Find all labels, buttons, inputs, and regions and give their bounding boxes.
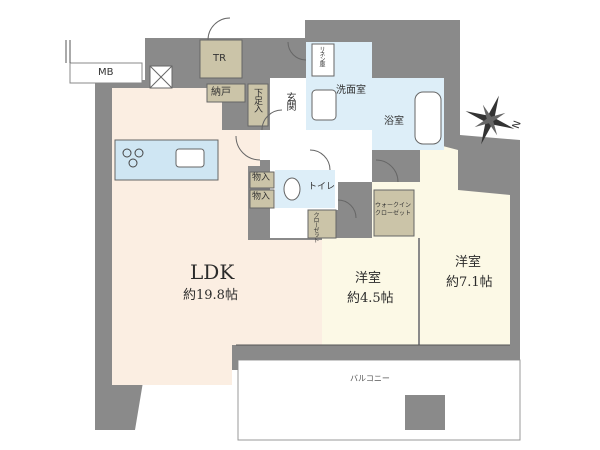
shoe-storage-label: 下足入 [252, 88, 262, 112]
meter-box [69, 62, 143, 84]
toilet-label: トイレ [308, 182, 336, 192]
storage-closet-2-label: 物入 [252, 192, 271, 202]
door-swings [207, 17, 399, 219]
balcony-area [237, 359, 521, 441]
balcony-hatch-right [405, 395, 445, 430]
linen-storage-label: リネン庫 [318, 46, 325, 66]
western-room-large-area: 約7.1帖 [446, 275, 493, 290]
trunk-room-label: TR [213, 53, 227, 64]
bathroom-label: 浴室 [384, 116, 404, 127]
walk-in-closet-label: ウォークイン クローゼット [375, 202, 412, 217]
storage-closet-1 [249, 171, 275, 189]
linen-storage [311, 43, 335, 77]
storage-closet-1-label: 物入 [252, 173, 271, 183]
compass-rose-icon [465, 95, 515, 145]
western-room-small-name: 洋室 [355, 271, 382, 286]
bathtub-icon [414, 91, 442, 145]
washbasin-icon [311, 89, 337, 121]
sink [175, 148, 205, 168]
closet-small [307, 209, 337, 239]
ldk-room-area: 約19.8帖 [183, 288, 238, 303]
cooktop-icon [122, 148, 144, 168]
trunk-room [199, 39, 243, 79]
shoe-storage [247, 83, 269, 127]
balcony-hatch-left [95, 395, 135, 430]
storage-room [206, 83, 246, 103]
entrance-floor [270, 78, 306, 130]
western-room-small-area: 約4.5帖 [347, 291, 394, 306]
storage-room-label: 納戸 [211, 87, 231, 98]
balcony-label: バルコニー [350, 374, 390, 383]
western-room-small-floor [322, 238, 418, 345]
western-room-large-name: 洋室 [455, 255, 482, 270]
closet-label: クローゼット [312, 212, 319, 242]
meter-box-label: MB [98, 67, 114, 78]
ldk-room-name: LDK [190, 260, 235, 284]
toilet-icon [283, 177, 301, 201]
entrance-label: 玄関 [284, 92, 295, 110]
walk-in-closet [373, 189, 415, 237]
washroom-label: 洗面室 [336, 85, 366, 96]
windows [65, 40, 510, 346]
storage-closet-2 [249, 189, 275, 209]
